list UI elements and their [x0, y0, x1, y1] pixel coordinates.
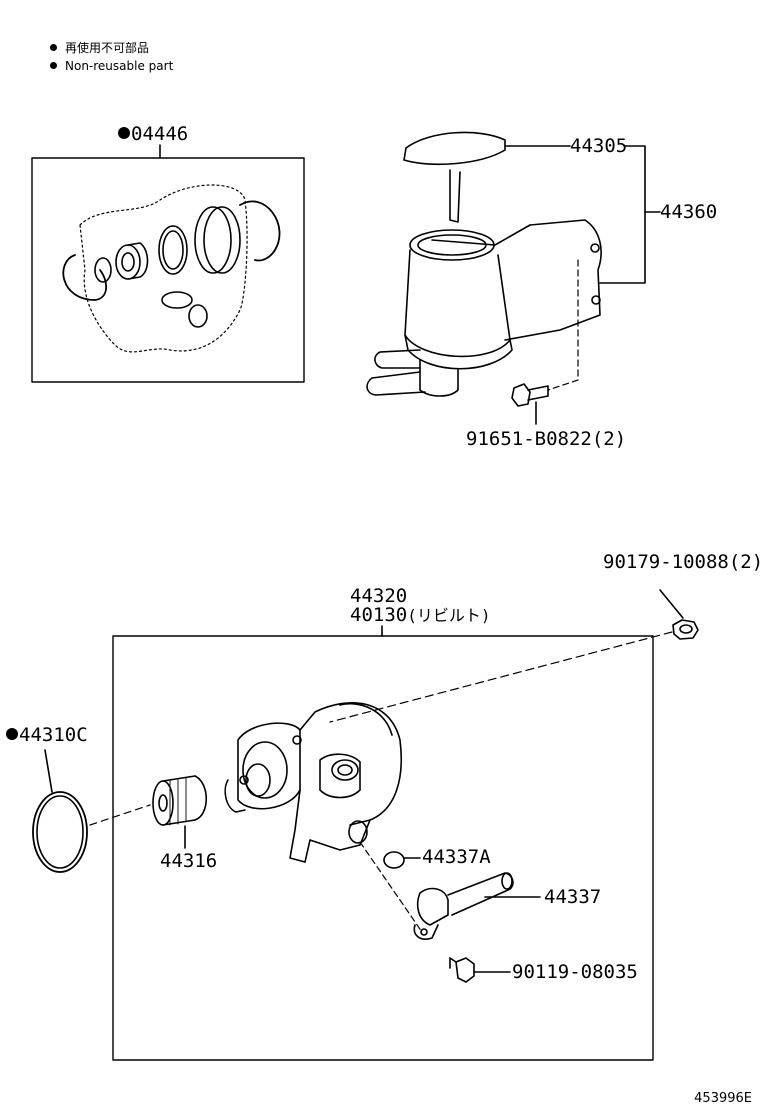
union-fitting — [416, 887, 449, 926]
o-ring-flat — [161, 291, 193, 309]
pump-inlet-port — [331, 759, 359, 781]
union-tube — [447, 872, 514, 916]
o-ring-dashed-line — [89, 804, 151, 826]
oil-seal-inner — [121, 252, 135, 272]
legend-text-jp: 再使用不可部品 — [65, 41, 150, 55]
pump-shaft — [245, 763, 271, 797]
o-ring-large-kit-2 — [203, 206, 241, 274]
reservoir-base — [404, 334, 513, 370]
pump-outlet-port — [348, 820, 368, 844]
snap-ring-right — [239, 200, 281, 262]
union-bolt-hole — [420, 928, 428, 936]
pump-main-body — [299, 702, 402, 826]
pulley-splines — [169, 777, 187, 826]
label-reservoir-assy: 44360 — [660, 201, 718, 223]
reservoir-outlet — [419, 359, 459, 397]
kit-dotted-outline — [79, 184, 248, 353]
bracket-hole-top — [590, 243, 600, 253]
label-o-ring-small: 44337A — [422, 846, 491, 868]
label-union: 44337 — [544, 886, 602, 908]
reservoir-cap — [403, 131, 506, 166]
pump-bolt-hole-1 — [239, 775, 249, 785]
non-reusable-dot-icon — [118, 127, 130, 139]
oil-seal-side — [127, 242, 149, 280]
label-bolt-union: 90119-08035 — [512, 961, 638, 983]
label-pump-1: 44320 — [350, 585, 408, 607]
nut-hole — [679, 624, 693, 634]
label-bolt-reservoir: 91651-B0822(2) — [466, 428, 627, 450]
pump-port-boss — [319, 753, 361, 799]
union-bolt-shank — [449, 957, 457, 969]
nut-leader — [659, 589, 684, 619]
o-ring-small — [383, 851, 405, 869]
o-ring-large-inner — [36, 795, 84, 869]
pulley-edges — [162, 775, 196, 826]
reservoir-bolt-head — [511, 383, 531, 407]
reservoir-bolt-shank — [527, 385, 549, 401]
pulley-back — [194, 775, 207, 821]
label-nut: 90179-10088(2) — [603, 551, 760, 573]
pulley-hole — [158, 794, 168, 812]
cap-dipstick — [449, 169, 461, 223]
reservoir-pipe-upper — [374, 349, 421, 369]
label-pulley: 44316 — [160, 850, 218, 872]
union-tube-end — [501, 872, 513, 890]
union-flange — [413, 924, 439, 940]
oil-seal — [115, 244, 141, 280]
o-ring-large-leader — [44, 749, 53, 793]
pump-shaft-housing — [242, 741, 288, 799]
label-o-ring-large: 44310C — [6, 724, 88, 746]
pump-bolt-hole-2 — [292, 735, 302, 745]
o-ring-large-kit — [194, 206, 232, 274]
union-dashed-line — [359, 841, 423, 933]
reservoir-neck — [417, 234, 487, 256]
label-kit: 04446 — [118, 123, 188, 145]
reservoir-pipe-lower — [366, 371, 426, 396]
figure-id: 453996E — [694, 1091, 752, 1106]
bracket-hole-bottom — [591, 295, 601, 305]
union-bolt-head — [455, 957, 475, 983]
nut — [672, 619, 699, 640]
nut-dashed-line — [329, 631, 673, 723]
o-ring-medium — [158, 225, 188, 275]
label-pump-2-note: (リビルト) — [407, 606, 491, 625]
non-reusable-dot-icon — [6, 728, 18, 740]
o-ring-large — [32, 791, 88, 873]
pump-front-flange — [237, 722, 301, 810]
reservoir-assy-leader — [599, 145, 646, 284]
kit-box — [31, 157, 305, 383]
pump-inlet-port-inner — [337, 764, 353, 776]
label-pump-2: 40130(リビルト) — [350, 604, 491, 626]
o-ring-medium-inner — [162, 230, 184, 270]
label-cap: 44305 — [570, 135, 628, 157]
pump-box — [112, 635, 654, 1061]
snap-ring-left — [62, 254, 108, 301]
legend-non-reusable-en: Non-reusable part — [50, 58, 173, 74]
reservoir-bracket — [431, 219, 602, 341]
bullet-icon — [50, 44, 57, 51]
bullet-icon — [50, 62, 57, 69]
reservoir-body — [404, 249, 511, 358]
bolt-dashed-line — [547, 259, 579, 391]
pump-body-rim — [339, 703, 393, 736]
o-ring-tiny — [188, 304, 208, 328]
reservoir-top — [409, 229, 495, 261]
legend-non-reusable-jp: 再使用不可部品 — [50, 40, 149, 56]
legend-text-en: Non-reusable part — [65, 59, 174, 73]
pump-lug-left — [224, 779, 246, 813]
pump-lower-body — [289, 789, 371, 863]
o-ring-small-kit — [94, 257, 112, 283]
